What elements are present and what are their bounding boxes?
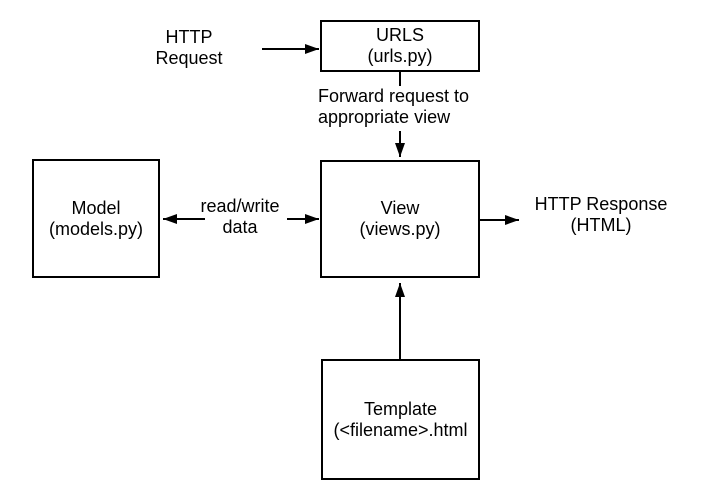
read-write-label-line1: read/write xyxy=(200,196,280,216)
urls-box-title: URLS xyxy=(375,25,424,45)
model-box-title: Model xyxy=(71,197,121,218)
forward-request-label-line2: appropriate view xyxy=(318,107,451,127)
http-response-label: HTTP Response (HTML) xyxy=(528,194,674,236)
urls-box-subtitle: (urls.py) xyxy=(367,46,433,66)
http-response-label-line2: (HTML) xyxy=(570,215,632,235)
view-box-title: View xyxy=(380,198,420,218)
model-box: Model (models.py) xyxy=(32,159,160,278)
urls-box: URLS (urls.py) xyxy=(320,20,480,72)
view-box-subtitle: (views.py) xyxy=(359,219,441,239)
forward-request-label-line1: Forward request to xyxy=(318,86,470,106)
view-box: View (views.py) xyxy=(320,160,480,278)
template-box-subtitle: (<filename>.html xyxy=(333,419,468,440)
read-write-label: read/write data xyxy=(196,196,284,238)
model-box-subtitle: (models.py) xyxy=(48,218,144,239)
http-request-label-line1: HTTP xyxy=(165,27,213,47)
http-request-label: HTTP Request xyxy=(139,27,239,69)
template-box: Template (<filename>.html xyxy=(321,359,480,480)
read-write-label-line2: data xyxy=(222,217,258,237)
template-box-title: Template xyxy=(363,398,438,419)
forward-request-label: Forward request to appropriate view xyxy=(318,86,470,128)
http-response-label-line1: HTTP Response xyxy=(534,194,668,214)
http-request-label-line2: Request xyxy=(155,48,223,68)
